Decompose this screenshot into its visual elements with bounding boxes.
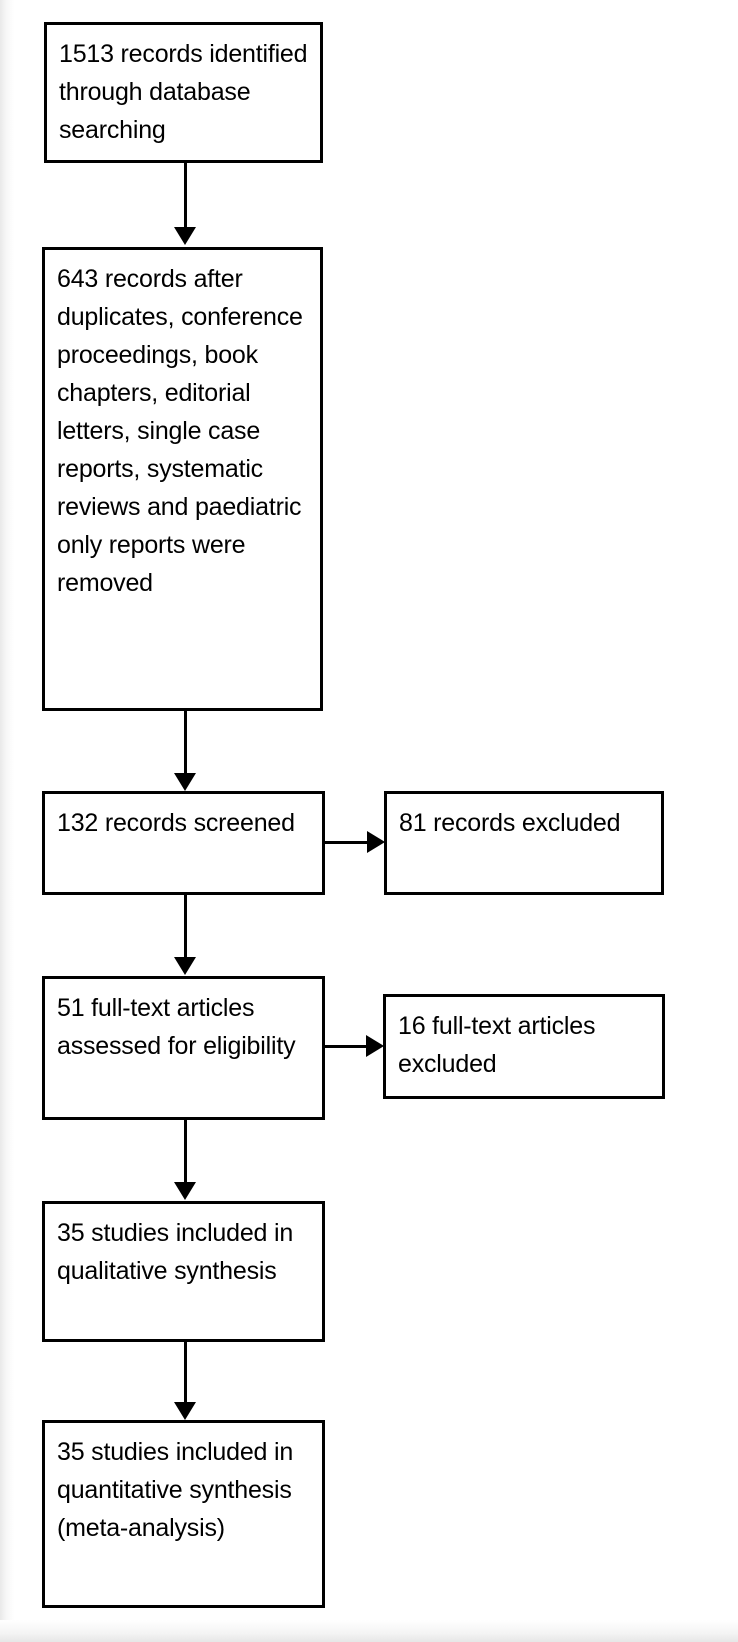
arrow-right-icon-to-full-text-excluded	[366, 1035, 384, 1057]
node-full-text-excluded: 16 full-text articles excluded	[383, 994, 665, 1099]
connector-screened-to-full-text-assessed	[184, 895, 187, 959]
connector-full-text-assessed-to-qualitative	[184, 1120, 187, 1184]
node-qualitative-synthesis: 35 studies included in qualitative synth…	[42, 1201, 325, 1342]
node-full-text-assessed: 51 full-text articles assessed for eligi…	[42, 976, 325, 1120]
connector-after-duplicates-to-screened	[184, 711, 187, 775]
arrow-down-icon-to-after-duplicates	[174, 227, 196, 245]
arrow-down-icon-to-full-text-assessed	[174, 957, 196, 975]
arrow-right-icon-to-records-excluded	[367, 831, 385, 853]
arrow-down-icon-to-screened	[174, 773, 196, 791]
node-identification: 1513 records identified through database…	[44, 22, 323, 163]
node-screened: 132 records screened	[42, 791, 325, 895]
arrow-down-icon-to-quantitative	[174, 1402, 196, 1420]
node-quantitative-synthesis: 35 studies included in quantitative synt…	[42, 1420, 325, 1608]
connector-identification-to-after-duplicates	[184, 163, 187, 229]
connector-full-text-assessed-to-full-text-excluded	[325, 1045, 368, 1048]
node-after-duplicates: 643 records after duplicates, conference…	[42, 247, 323, 711]
page-edge-shading-bottom	[0, 1620, 738, 1642]
node-records-excluded: 81 records excluded	[384, 791, 664, 895]
connector-screened-to-records-excluded	[325, 841, 369, 844]
connector-qualitative-to-quantitative	[184, 1342, 187, 1404]
page-edge-shading-left	[0, 0, 14, 1642]
arrow-down-icon-to-qualitative	[174, 1182, 196, 1200]
